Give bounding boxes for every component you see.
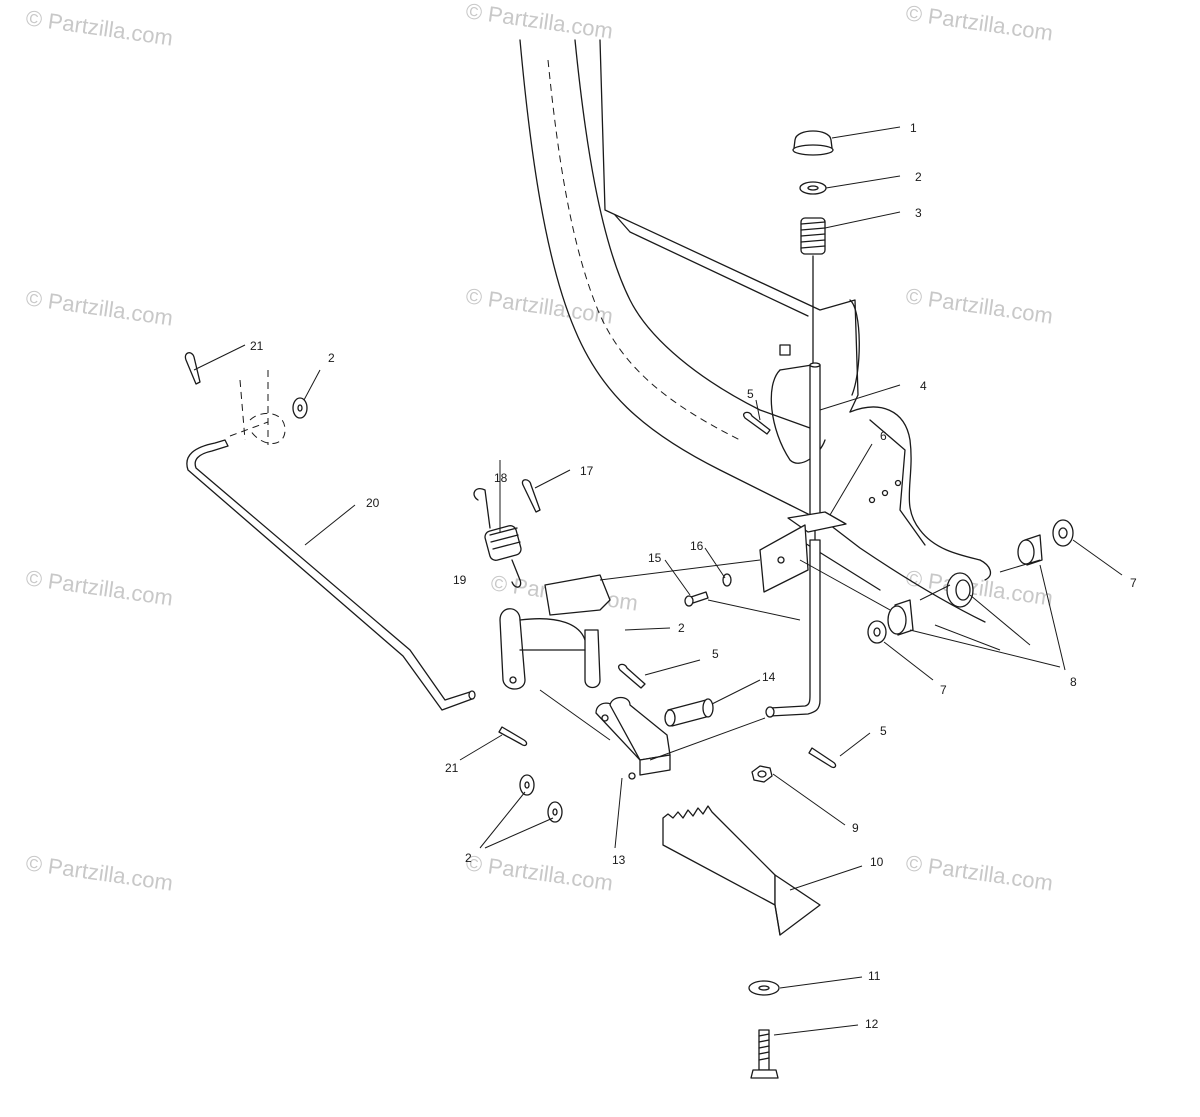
callout-10: 10 bbox=[870, 855, 884, 869]
watermark: © Partzilla.com bbox=[464, 283, 614, 328]
callout-3: 3 bbox=[915, 206, 922, 220]
callout-8: 8 bbox=[1070, 675, 1077, 689]
callout-2: 2 bbox=[915, 170, 922, 184]
washers-lower bbox=[519, 774, 563, 823]
callout-5: 5 bbox=[712, 647, 719, 661]
watermark: © Partzilla.com bbox=[464, 850, 614, 895]
watermark: © Partzilla.com bbox=[464, 0, 614, 44]
hex-nut bbox=[751, 765, 773, 783]
callout-21: 21 bbox=[445, 761, 459, 775]
watermark: © Partzilla.com bbox=[24, 5, 174, 50]
footrest bbox=[662, 805, 821, 936]
bracket bbox=[759, 511, 847, 593]
watermark: © Partzilla.com bbox=[24, 565, 174, 610]
watermark: © Partzilla.com bbox=[904, 283, 1054, 328]
watermark: © Partzilla.com bbox=[904, 0, 1054, 45]
watermark: © Partzilla.com bbox=[24, 285, 174, 330]
callout-2: 2 bbox=[328, 351, 335, 365]
callout-1: 1 bbox=[910, 121, 917, 135]
callout-14: 14 bbox=[762, 670, 776, 684]
callout-17: 17 bbox=[580, 464, 594, 478]
callout-11: 11 bbox=[868, 969, 881, 983]
link-rod bbox=[186, 421, 476, 711]
leader-lines bbox=[193, 126, 1123, 1036]
callout-9: 9 bbox=[852, 821, 859, 835]
frame-panel bbox=[519, 39, 992, 623]
callout-19: 19 bbox=[453, 573, 467, 587]
callout-15: 15 bbox=[648, 551, 662, 565]
watermark: © Partzilla.com bbox=[24, 850, 174, 895]
callout-2: 2 bbox=[678, 621, 685, 635]
washer-top bbox=[799, 181, 827, 195]
spring-small bbox=[473, 488, 522, 588]
shift-rod bbox=[765, 255, 821, 718]
callout-2: 2 bbox=[465, 851, 472, 865]
washer-left bbox=[239, 370, 308, 445]
callout-18: 18 bbox=[494, 471, 508, 485]
pedal-bracket bbox=[595, 696, 671, 780]
washer-bottom bbox=[748, 980, 780, 996]
callout-5: 5 bbox=[747, 387, 754, 401]
bolt-small bbox=[684, 573, 732, 607]
watermark-layer: © Partzilla.com © Partzilla.com © Partzi… bbox=[24, 0, 1054, 896]
brake-lever bbox=[499, 574, 611, 690]
clevis-pin bbox=[664, 698, 714, 727]
callout-labels: 1 2 3 4 5 6 7 7 8 9 10 11 12 13 14 5 5 1… bbox=[250, 121, 1137, 1031]
callout-16: 16 bbox=[690, 539, 704, 553]
cotter-pin bbox=[184, 352, 837, 769]
callout-12: 12 bbox=[865, 1017, 879, 1031]
watermark: © Partzilla.com bbox=[904, 850, 1054, 895]
callout-13: 13 bbox=[612, 853, 626, 867]
bushings bbox=[867, 519, 1074, 644]
callout-7: 7 bbox=[1130, 576, 1137, 590]
callout-20: 20 bbox=[366, 496, 380, 510]
spring-top bbox=[800, 217, 826, 255]
bolt-bottom bbox=[750, 1029, 779, 1079]
callout-6: 6 bbox=[880, 429, 887, 443]
callout-21: 21 bbox=[250, 339, 264, 353]
callout-7: 7 bbox=[940, 683, 947, 697]
watermark: © Partzilla.com bbox=[904, 565, 1054, 610]
callout-5: 5 bbox=[880, 724, 887, 738]
callout-4: 4 bbox=[920, 379, 927, 393]
knob-cap bbox=[792, 130, 834, 156]
